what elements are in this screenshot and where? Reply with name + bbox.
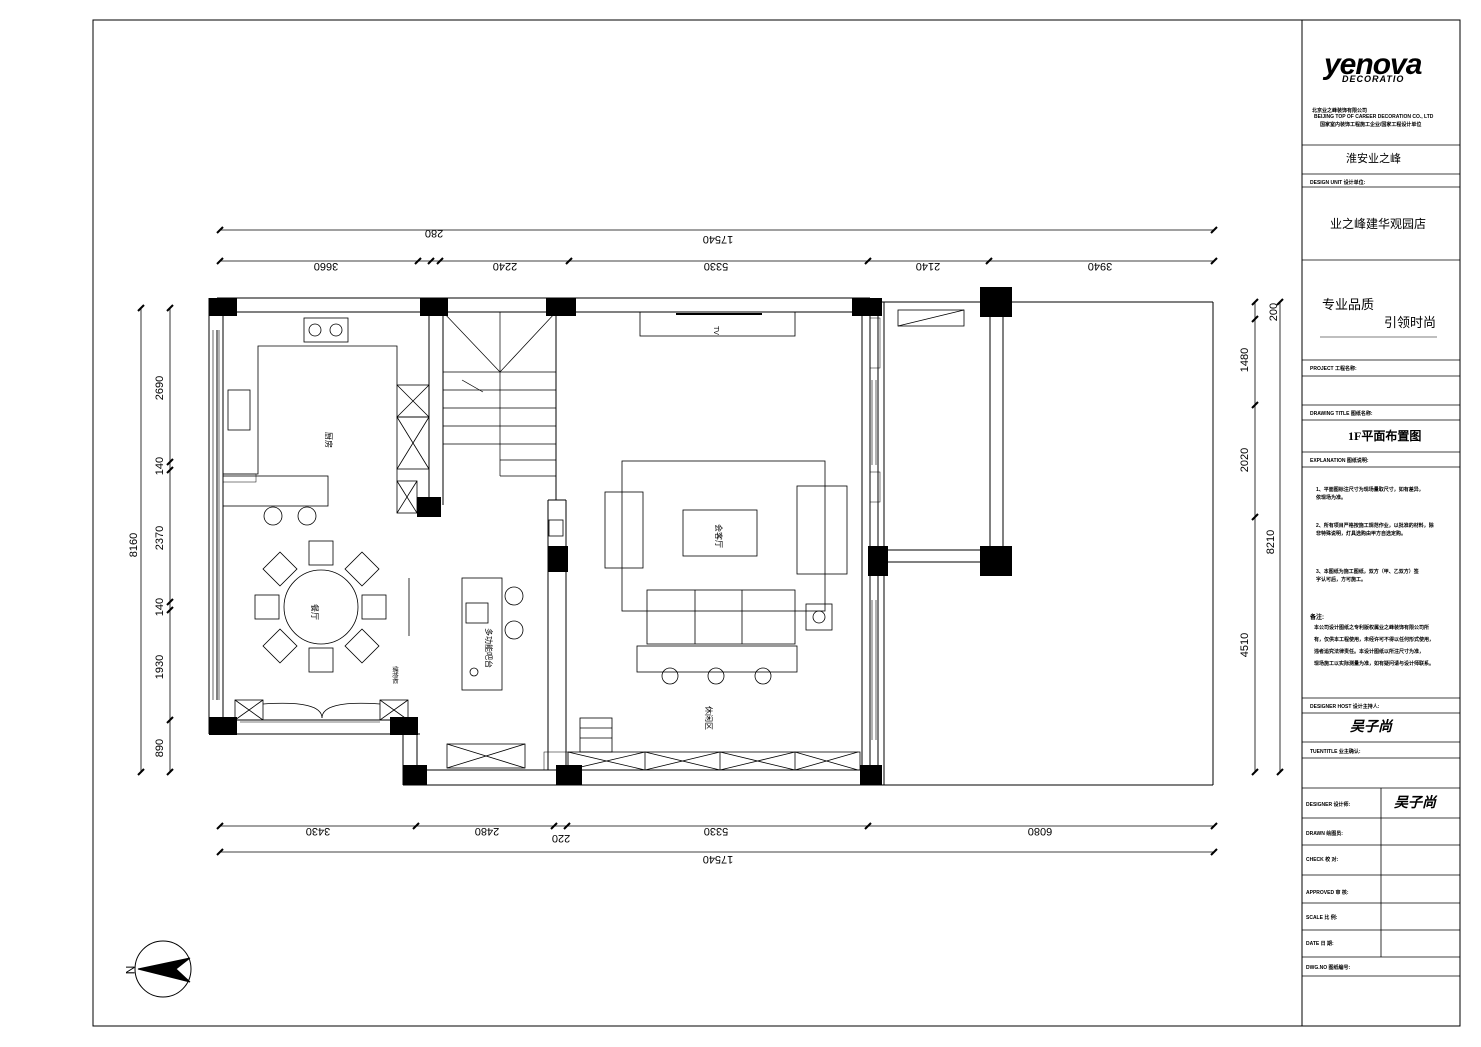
dim-bottom-5330: 5330 <box>704 825 728 837</box>
note-3b: 字认可后，方可施工。 <box>1316 577 1367 583</box>
titleblock-lines <box>1302 144 1460 977</box>
drawing-frame <box>92 19 1461 1027</box>
dim-right-8210: 8210 <box>1265 530 1277 554</box>
dim-right-200: 200 <box>1268 303 1280 321</box>
design-unit-label: DESIGN UNIT 设计单位: <box>1310 180 1366 186</box>
bar-counter <box>446 519 613 769</box>
dim-bottom-220: 220 <box>552 832 570 844</box>
row-designer-label: DESIGNER 设计师: <box>1306 802 1351 808</box>
explanation-label: EXPLANATION 图纸说明: <box>1310 458 1369 464</box>
dim-right-2020: 2020 <box>1239 448 1251 472</box>
dim-left-1930: 1930 <box>154 655 166 679</box>
note-2b: 非特殊说明，灯具选购由甲方自选定购。 <box>1316 531 1407 537</box>
dim-left-890: 890 <box>154 739 166 757</box>
kitchen-label: 厨房 <box>324 432 334 448</box>
branch-name: 淮安业之峰 <box>1346 153 1401 165</box>
dimensions-right <box>1251 298 1284 776</box>
north-arrow <box>134 940 192 998</box>
dim-bottom-2480: 2480 <box>475 825 499 837</box>
living-furniture <box>567 311 861 771</box>
remark-1: 本公司设计图纸之专利版权属业之峰装饰有限公司所 <box>1314 625 1430 631</box>
company-qualification: 国家室内装饰工程施工企业/国家工程设计单位 <box>1320 122 1422 128</box>
remark-3: 违者追究法律责任。本设计图纸以所注尺寸为准， <box>1314 649 1425 655</box>
dimensions-left <box>137 304 174 776</box>
dimensions-left-labels: 8160 2690 140 2370 140 1930 890 <box>128 376 166 757</box>
dimensions-bottom <box>216 822 1218 856</box>
dining-label: 餐厅 <box>310 604 319 620</box>
dim-top-3660: 3660 <box>314 260 338 272</box>
remark-4: 现场施工以实际测量为准，如有疑问请与设计师联系。 <box>1314 661 1435 667</box>
row-scale-label: SCALE 比 例: <box>1306 915 1338 921</box>
dim-top-total: 17540 <box>703 233 734 245</box>
dim-bottom-total: 17540 <box>703 853 734 865</box>
porch-fixture <box>897 309 965 327</box>
title-block: yenova DECORATIO 北京业之峰装饰有限公司 BEIJING TOP… <box>1302 20 1460 1026</box>
dim-top-5330: 5330 <box>704 260 728 272</box>
dimensions-bottom-labels: 3430 2480 220 5330 6080 17540 <box>306 825 1052 865</box>
row-check-label: CHECK 校 对: <box>1306 857 1339 863</box>
dim-right-4510: 4510 <box>1239 633 1251 657</box>
dimensions-top <box>216 226 1218 265</box>
leisure-label: 休闲区 <box>704 706 714 730</box>
columns <box>209 287 1012 785</box>
kitchen-fixtures <box>222 317 430 526</box>
dining-table <box>234 540 410 721</box>
staircase <box>442 311 557 477</box>
windows <box>212 330 877 740</box>
dim-left-140a: 140 <box>154 457 166 475</box>
living-label: 会客厅 <box>714 524 724 548</box>
dim-right-1480: 1480 <box>1239 348 1251 372</box>
company-logo-sub: DECORATIO <box>1342 74 1405 84</box>
dim-top-2240: 2240 <box>493 260 517 272</box>
remark-2: 有，仅供本工程使用，未经许可不得以任何形式使用， <box>1314 637 1435 643</box>
drawing-title-label: DRAWING TITLE 图纸名称: <box>1310 411 1373 417</box>
tv-label: TV <box>712 326 719 335</box>
side-label: 储物柜 <box>391 666 399 684</box>
row-date-label: DATE 日 期: <box>1306 941 1334 947</box>
dim-left-2690: 2690 <box>154 376 166 400</box>
project-label: PROJECT 工程名称: <box>1310 366 1357 372</box>
note-2a: 2、所有项目严格按施工规范作业，以批准的材料，除 <box>1316 523 1434 529</box>
slogan-line1: 专业品质 <box>1322 297 1375 312</box>
note-3a: 3、本图纸为施工图纸，双方（甲、乙双方）签 <box>1316 569 1419 575</box>
bar-label: 多功能吧台 <box>484 628 494 668</box>
dimensions-top-labels: 17540 280 3660 2240 5330 2140 3940 <box>314 227 1112 272</box>
company-name-en: BEIJING TOP OF CAREER DECORATION CO., LT… <box>1314 114 1434 120</box>
drawing-title: 1F平面布置图 <box>1348 429 1422 443</box>
note-1b: 依现场为准。 <box>1316 495 1347 501</box>
dimensions-right-labels: 200 1480 2020 4510 8210 <box>1239 303 1280 657</box>
designer-host-signature: 吴子尚 <box>1350 720 1392 735</box>
slogan-line2: 引领时尚 <box>1384 315 1437 330</box>
dim-top-2140: 2140 <box>916 260 940 272</box>
company-logo: yenova <box>1324 48 1422 81</box>
dim-bottom-6080: 6080 <box>1028 825 1052 837</box>
dim-left-2370: 2370 <box>154 526 166 550</box>
hatched-jambs <box>222 317 881 771</box>
dim-left-140b: 140 <box>154 598 166 616</box>
dim-top-280: 280 <box>425 227 443 239</box>
tuentitle-label: TUENTITLE 业主确认: <box>1310 749 1361 755</box>
row-designer-value: 吴子尚 <box>1394 796 1436 811</box>
dim-left-total: 8160 <box>128 533 140 557</box>
row-dwgno-label: DWG.NO 图纸编号: <box>1306 965 1351 971</box>
note-1a: 1、平面图标注尺寸为现场量取尺寸，如有差异， <box>1316 487 1424 493</box>
north-label: N <box>123 966 137 975</box>
row-approved-label: APPROVED 审 核: <box>1306 890 1349 896</box>
company-name-cn: 北京业之峰装饰有限公司 <box>1312 108 1368 114</box>
design-unit: 业之峰建华观园店 <box>1330 217 1427 231</box>
dim-top-3940: 3940 <box>1088 260 1112 272</box>
designer-host-label: DESIGNER HOST 设计主持人: <box>1310 704 1380 710</box>
row-drawn-label: DRAWN 绘图员: <box>1306 831 1343 837</box>
remark-label: 备注: <box>1310 615 1324 621</box>
dim-bottom-3430: 3430 <box>306 825 330 837</box>
